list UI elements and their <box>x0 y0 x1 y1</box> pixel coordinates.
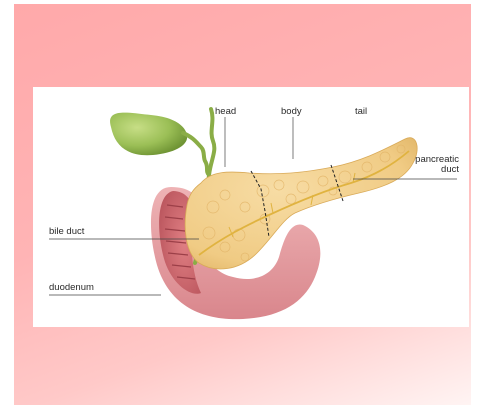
gallbladder <box>110 109 214 175</box>
pancreas-illustration <box>33 87 469 327</box>
label-duodenum: duodenum <box>49 283 94 293</box>
label-bile-duct: bile duct <box>49 227 84 237</box>
label-head: head <box>215 107 236 117</box>
label-body: body <box>281 107 302 117</box>
pancreas-diagram-panel: head body tail pancreatic duct bile duct… <box>33 87 469 327</box>
label-tail: tail <box>355 107 367 117</box>
label-pancreatic-duct: pancreatic duct <box>415 155 459 176</box>
